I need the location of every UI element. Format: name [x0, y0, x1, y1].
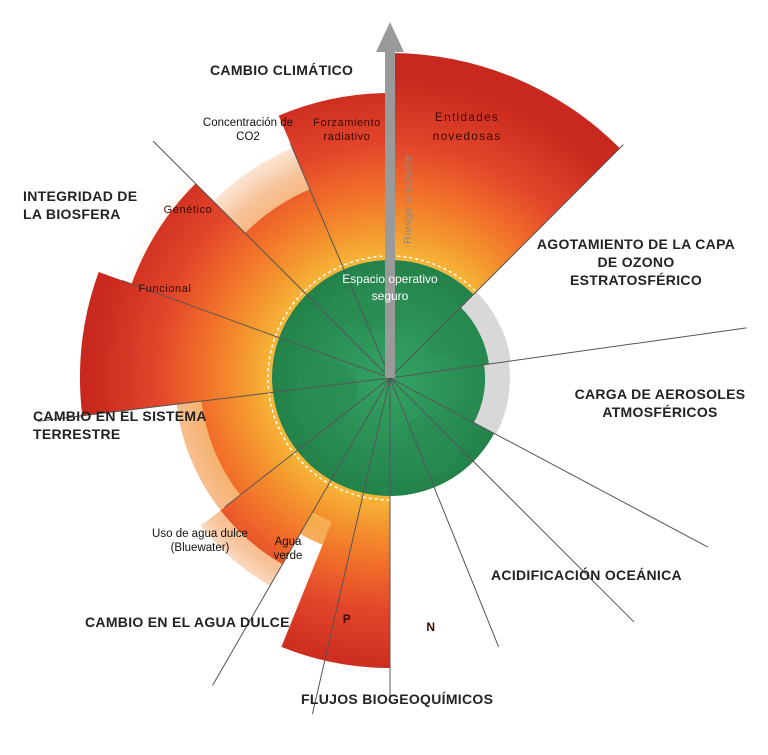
divider-genetic-functional [122, 280, 391, 379]
segment-novel-entities [390, 53, 620, 295]
divider-biogeo-ocean [389, 377, 635, 623]
label-green-water: Agua verde [265, 535, 311, 563]
category-biogeochemical-flows: FLUJOS BIOGEOQUÍMICOS [301, 691, 494, 707]
segment-land-system [201, 392, 298, 495]
segment-ozone-grey [460, 291, 511, 365]
divider-green-p [311, 377, 391, 715]
category-land-line2: TERRESTRE [33, 426, 121, 442]
label-genetic-diversity: Genético [163, 204, 213, 216]
safe-space-label: Espacio operativo seguro [320, 271, 460, 305]
divider-land-bluewater [224, 377, 391, 508]
divider-climate-biosphere [152, 140, 391, 379]
label-co2-line2: CO2 [236, 131, 260, 143]
category-freshwater-change: CAMBIO EN EL AGUA DULCE [85, 614, 290, 630]
divider-aerosols-ozone [389, 327, 747, 379]
category-ozone-line1: AGOTAMIENTO DE LA CAPA [536, 236, 736, 252]
label-bluewater-line2: (Bluewater) [170, 542, 230, 554]
label-bluewater: Uso de agua dulce (Bluewater) [140, 527, 260, 555]
category-aerosols-line2: ATMOSFÉRICOS [602, 404, 718, 420]
divider-p-n [389, 377, 500, 648]
segment-genetic-diversity [131, 183, 307, 338]
safe-space-label-line1: Espacio operativo [342, 272, 438, 286]
label-co2-line1: Concentración de [202, 117, 294, 129]
segment-functional-diversity [79, 271, 280, 416]
category-ozone-line3: ESTRATOSFÉRICO [569, 272, 703, 288]
label-greenwater-line2: verde [273, 550, 303, 562]
label-forcing-line2: radiativo [323, 131, 371, 143]
not-quantified-region [460, 291, 511, 435]
boundary-ring [267, 255, 513, 501]
category-land-line1: CAMBIO EN EL SISTEMA [33, 408, 207, 424]
category-aerosols-line1: CARGA DE AEROSOLES [574, 386, 746, 402]
boundary-segments [79, 53, 620, 668]
category-biosphere-integrity: INTEGRIDAD DE LA BIOSFERA [23, 187, 137, 223]
label-radiative-forcing: Forzamiento radiativo [305, 116, 389, 144]
category-ozone-depletion: AGOTAMIENTO DE LA CAPA DE OZONO ESTRATOS… [536, 235, 736, 289]
divider-biosphere-land [37, 377, 391, 422]
category-biosphere-line1: INTEGRIDAD DE [23, 188, 138, 204]
divider-ocean-aerosols [389, 377, 709, 548]
category-climate-change: CAMBIO CLIMÁTICO [210, 62, 354, 78]
category-atmospheric-aerosols: CARGA DE AEROSOLES ATMOSFÉRICOS [560, 385, 760, 421]
segment-nitrogen [281, 487, 390, 668]
category-ocean-acidification: ACIDIFICACIÓN OCEÁNICA [491, 567, 682, 583]
label-novel-line2: novedosas [432, 129, 502, 143]
label-forcing-line1: Forzamiento [313, 117, 381, 129]
label-co2-concentration: Concentración de CO2 [196, 116, 300, 144]
segment-co2-concentration [245, 189, 344, 295]
label-bluewater-line1: Uso de agua dulce [152, 528, 248, 540]
divider-co2-forcing [289, 143, 391, 379]
label-phosphorus: P [342, 612, 352, 626]
safe-space-label-line2: seguro [371, 289, 409, 303]
label-functional-diversity: Funcional [138, 283, 192, 295]
category-ozone-line2: DE OZONO [597, 254, 675, 270]
boundary-dividers [37, 140, 747, 715]
divider-ozone-novel [389, 144, 624, 379]
risk-arrow [376, 22, 404, 378]
category-land-system-change: CAMBIO EN EL SISTEMA TERRESTRE [33, 407, 207, 443]
divider-bluewater-green [212, 377, 391, 686]
label-greenwater-line1: Agua [274, 536, 302, 548]
segment-aerosols-grey [473, 361, 511, 435]
label-nitrogen: N [426, 620, 436, 634]
label-novel-line1: Entidades [434, 110, 500, 124]
category-biosphere-line2: LA BIOSFERA [23, 206, 121, 222]
segment-radiative-forcing [278, 93, 390, 270]
label-novel-entities: Entidades novedosas [412, 108, 522, 146]
arrow-label: Riesgo creciente [402, 154, 414, 244]
segment-bluewater [220, 450, 331, 565]
